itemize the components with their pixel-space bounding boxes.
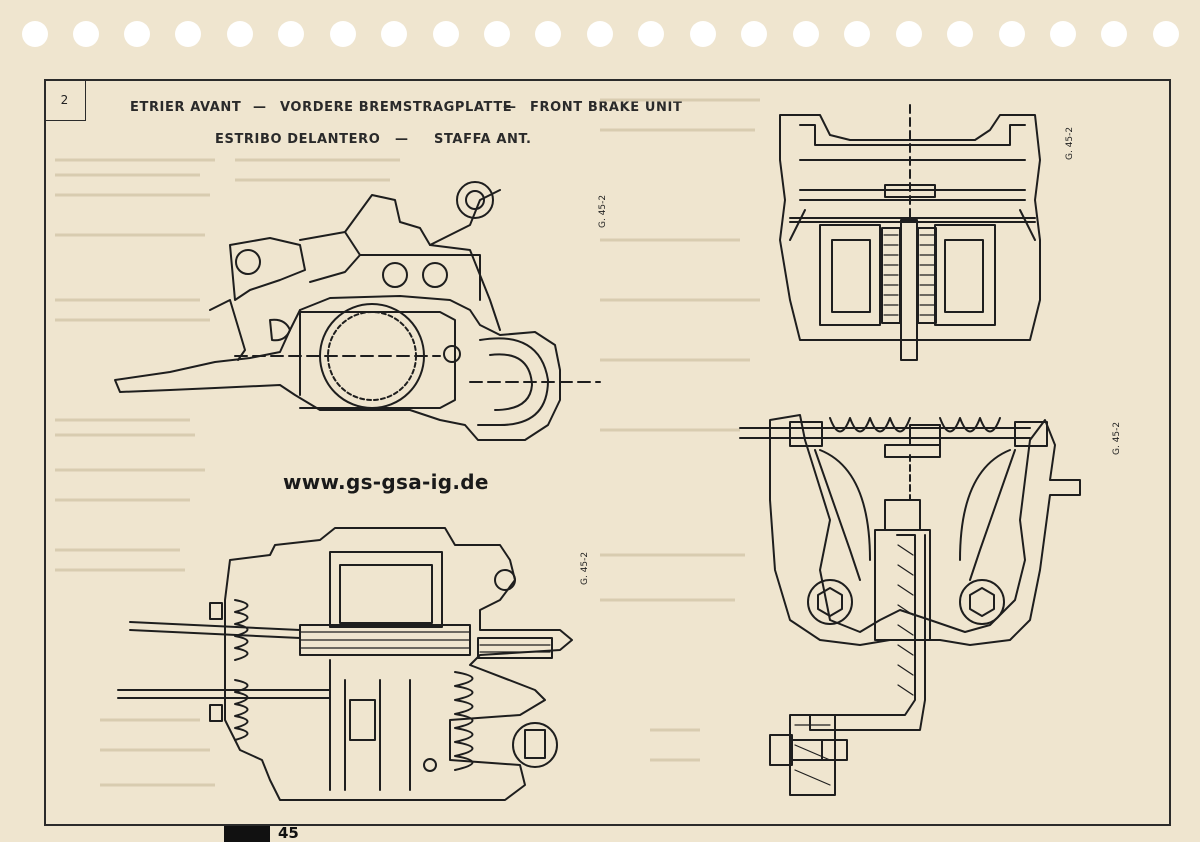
punch-hole	[1153, 21, 1179, 47]
title-italian: STAFFA ANT.	[434, 132, 532, 147]
punch-hole	[227, 21, 253, 47]
punch-hole	[844, 21, 870, 47]
figure-reference: G. 45-2	[598, 194, 608, 228]
punch-hole	[73, 21, 99, 47]
drawing-frame	[44, 79, 1171, 826]
punch-hole	[124, 21, 150, 47]
punch-hole	[330, 21, 356, 47]
box-number: 2	[44, 79, 86, 121]
punch-hole	[741, 21, 767, 47]
title-separator: —	[503, 100, 516, 115]
figure-reference: G. 45-2	[1065, 126, 1075, 160]
punch-hole	[278, 21, 304, 47]
punch-hole	[896, 21, 922, 47]
watermark-url: www.gs-gsa-ig.de	[283, 470, 489, 494]
unit-front-section	[779, 104, 1041, 361]
punch-hole	[690, 21, 716, 47]
lever-mechanism	[739, 414, 1081, 796]
title-english: FRONT BRAKE UNIT	[530, 100, 683, 115]
punch-hole	[535, 21, 561, 47]
punch-hole	[22, 21, 48, 47]
figure-reference: G. 45-2	[580, 551, 590, 585]
title-separator: —	[253, 100, 266, 115]
footer-bar	[224, 826, 270, 842]
punch-hole	[433, 21, 459, 47]
title-french: ETRIER AVANT	[130, 100, 242, 115]
title-spanish: ESTRIBO DELANTERO	[215, 132, 381, 147]
punch-hole	[587, 21, 613, 47]
punch-hole	[1101, 21, 1127, 47]
punch-hole	[999, 21, 1025, 47]
punch-hole	[638, 21, 664, 47]
ghost-text-lines	[55, 98, 760, 787]
title-separator: —	[395, 132, 408, 147]
punch-hole	[484, 21, 510, 47]
punch-hole	[793, 21, 819, 47]
title-german: VORDERE BREMSTRAGPLATTE	[280, 100, 513, 115]
page-number: 45	[278, 824, 299, 842]
punch-hole	[1050, 21, 1076, 47]
punch-hole	[381, 21, 407, 47]
figure-reference: G. 45-2	[1112, 421, 1122, 455]
caliper-side-view	[114, 181, 601, 441]
punch-hole	[175, 21, 201, 47]
punch-hole	[947, 21, 973, 47]
caliper-cross-section	[117, 527, 573, 801]
